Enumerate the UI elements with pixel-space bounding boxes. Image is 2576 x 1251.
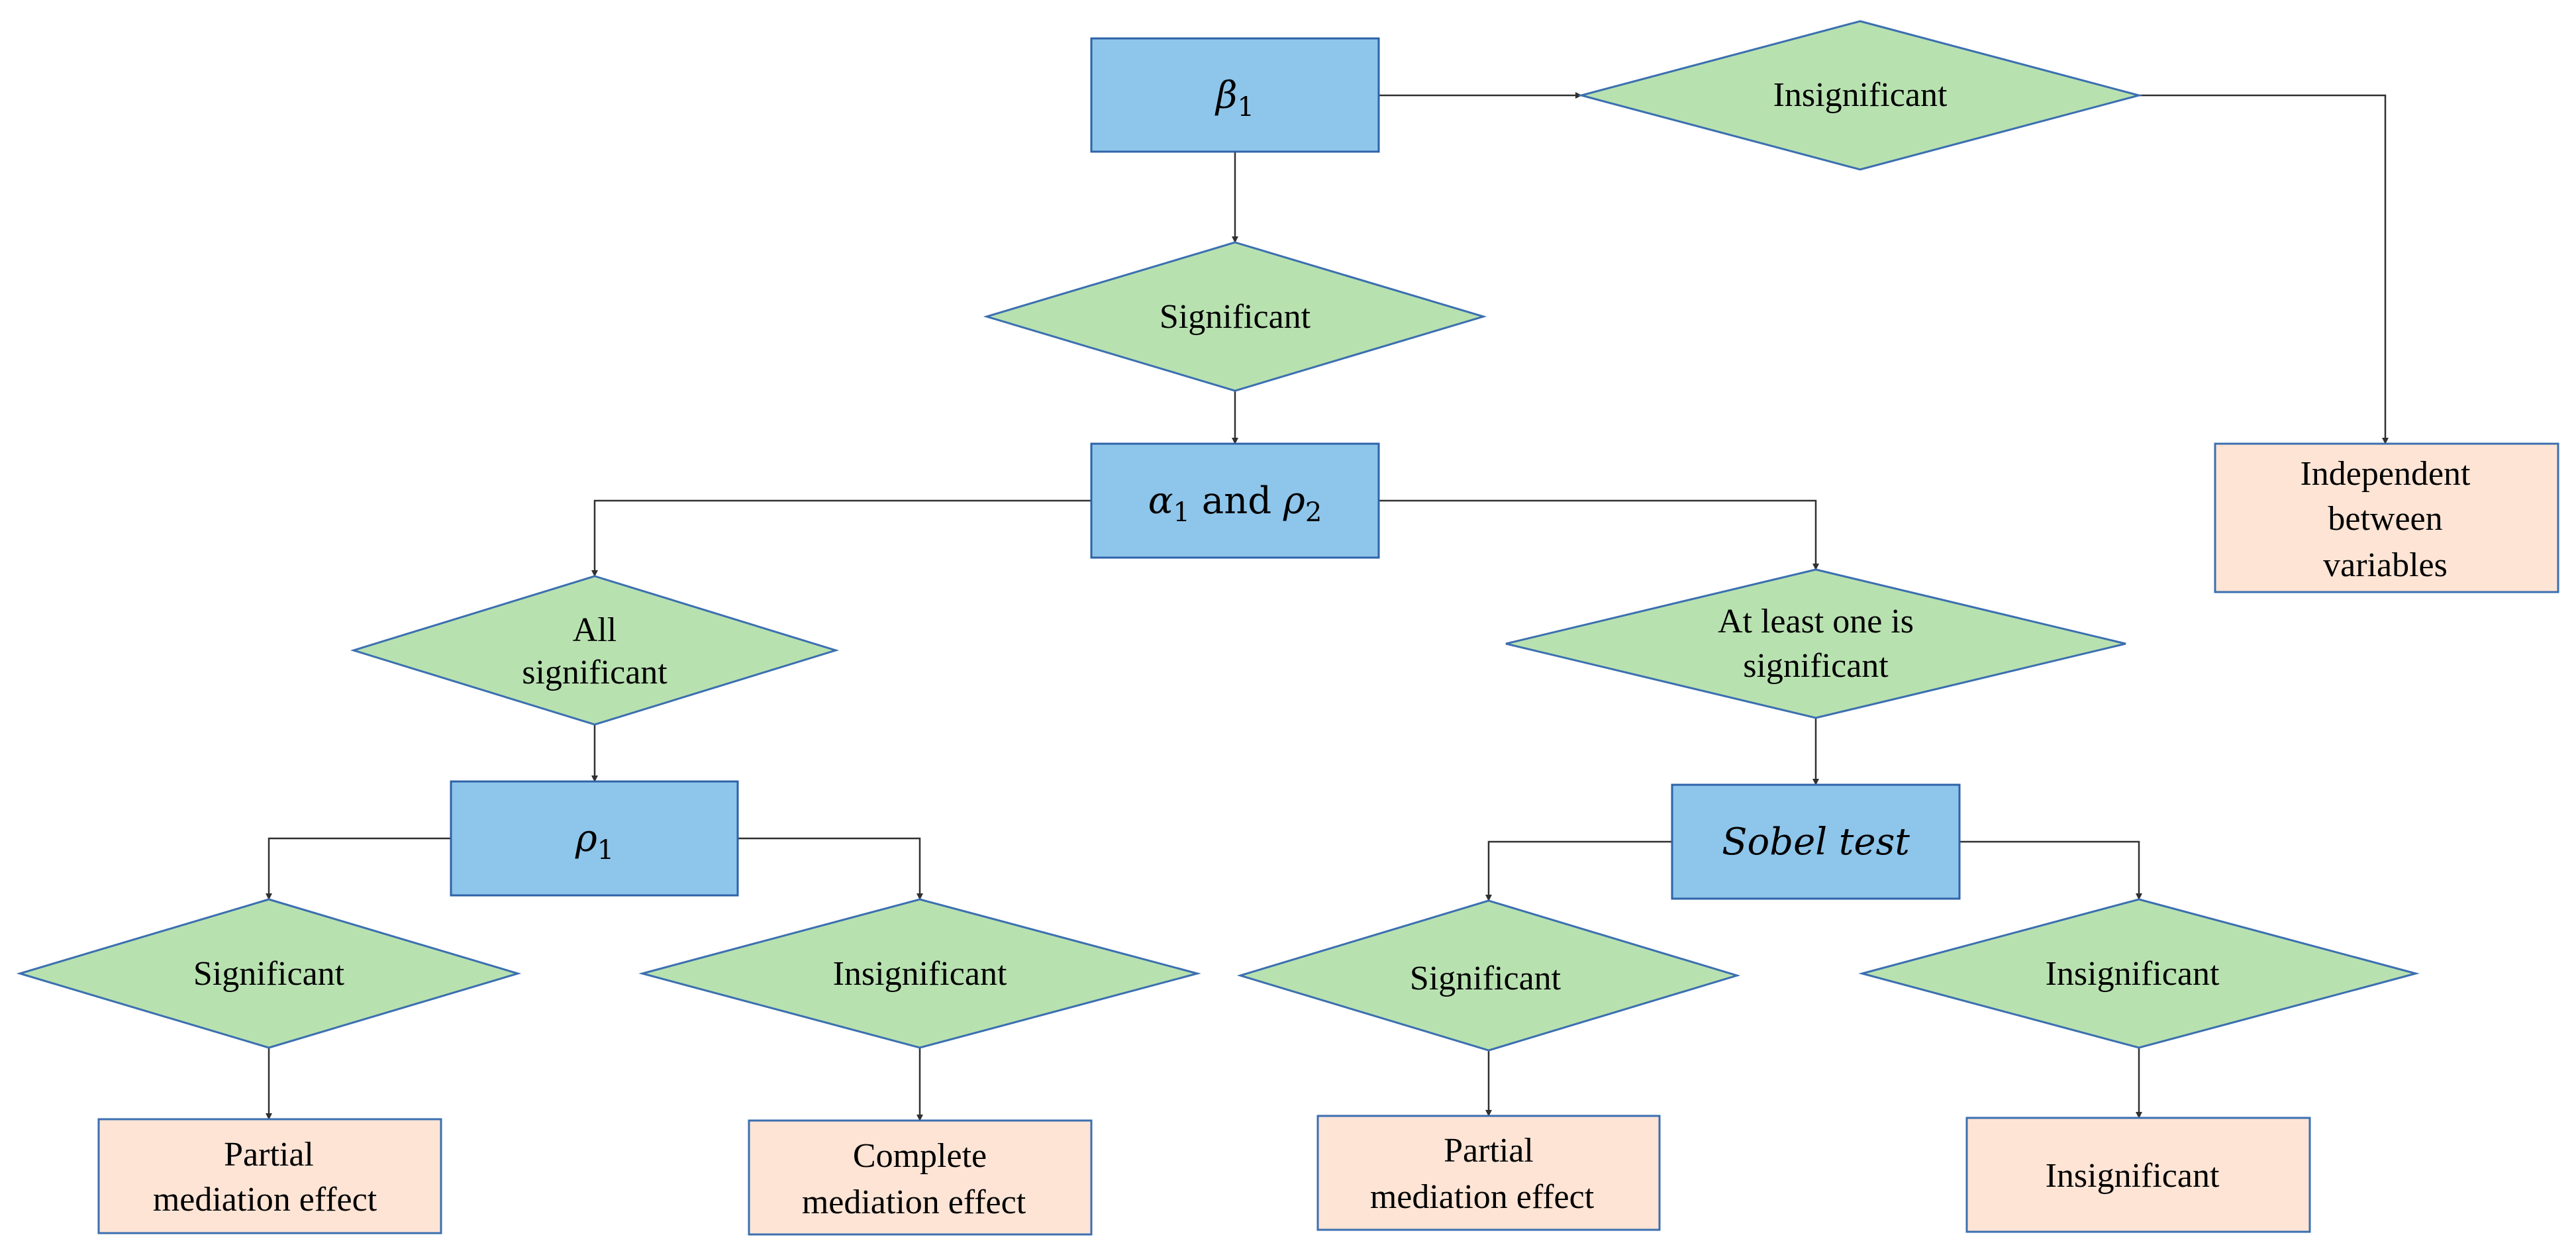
svg-text:between: between	[2328, 500, 2442, 538]
process-box-rho1: ρ1	[450, 780, 739, 897]
arrow-rho1-to-left-insignificant	[738, 837, 923, 900]
svg-text:Insignificant: Insignificant	[833, 955, 1007, 993]
arrow-alpha-rho-to-at-least-one	[1379, 499, 1819, 570]
svg-text:β1: β1	[1214, 74, 1254, 123]
connectors	[266, 92, 2389, 1121]
svg-text:Insignificant: Insignificant	[2046, 1157, 2220, 1195]
arrow-alpha-rho-to-all-significant	[591, 499, 1091, 577]
svg-text:ρ1: ρ1	[575, 817, 614, 866]
result-insignificant: Insignificant	[1965, 1117, 2311, 1233]
svg-text:All: All	[573, 611, 617, 649]
result-complete-mediation: Complete mediation effect	[748, 1119, 1093, 1236]
svg-text:Insignificant: Insignificant	[2046, 955, 2220, 993]
decision-left-significant: Significant	[16, 898, 522, 1049]
result-partial-mediation-right: Partial mediation effect	[1316, 1115, 1661, 1231]
svg-text:mediation effect: mediation effect	[153, 1181, 377, 1219]
svg-text:Independent: Independent	[2300, 455, 2471, 493]
svg-text:mediation effect: mediation effect	[1370, 1178, 1595, 1216]
svg-text:At least one is: At least one is	[1718, 603, 1914, 640]
process-box-beta1: β1	[1090, 37, 1380, 153]
svg-text:Insignificant: Insignificant	[1773, 76, 1948, 114]
decision-left-insignificant: Insignificant	[638, 898, 1201, 1049]
result-independent-between-variables: Independent between variables	[2214, 442, 2559, 593]
process-box-alpha-rho: α1 and ρ2	[1090, 442, 1380, 559]
svg-text:Significant: Significant	[1160, 298, 1311, 336]
svg-text:Partial: Partial	[224, 1136, 314, 1174]
svg-text:variables: variables	[2323, 546, 2448, 584]
arrow-sobel-to-right-insignificant	[1959, 840, 2142, 900]
decision-top-insignificant: Insignificant	[1577, 20, 2143, 171]
svg-text:Complete: Complete	[853, 1137, 987, 1175]
svg-text:Sobel test: Sobel test	[1722, 821, 1910, 864]
arrow-sobel-to-right-significant	[1485, 840, 1672, 901]
result-partial-mediation-left: Partial mediation effect	[97, 1118, 442, 1234]
decision-top-significant: Significant	[983, 241, 1487, 392]
arrow-rho1-to-left-significant	[266, 837, 451, 900]
svg-text:α1 and ρ2: α1 and ρ2	[1148, 479, 1322, 528]
process-box-sobel-test: Sobel test	[1671, 783, 1961, 900]
svg-text:Partial: Partial	[1444, 1132, 1534, 1170]
svg-text:significant: significant	[1743, 647, 1889, 685]
decision-right-insignificant: Insignificant	[1858, 898, 2420, 1049]
svg-text:Significant: Significant	[1410, 960, 1561, 997]
svg-text:Significant: Significant	[193, 955, 345, 993]
svg-text:significant: significant	[522, 654, 668, 691]
arrow-top-insignificant-to-independent	[2139, 94, 2389, 444]
decision-at-least-one-significant: At least one is significant	[1505, 568, 2126, 719]
decision-all-significant: All significant	[350, 575, 840, 726]
decision-right-significant: Significant	[1236, 899, 1741, 1052]
svg-text:mediation effect: mediation effect	[802, 1183, 1026, 1221]
